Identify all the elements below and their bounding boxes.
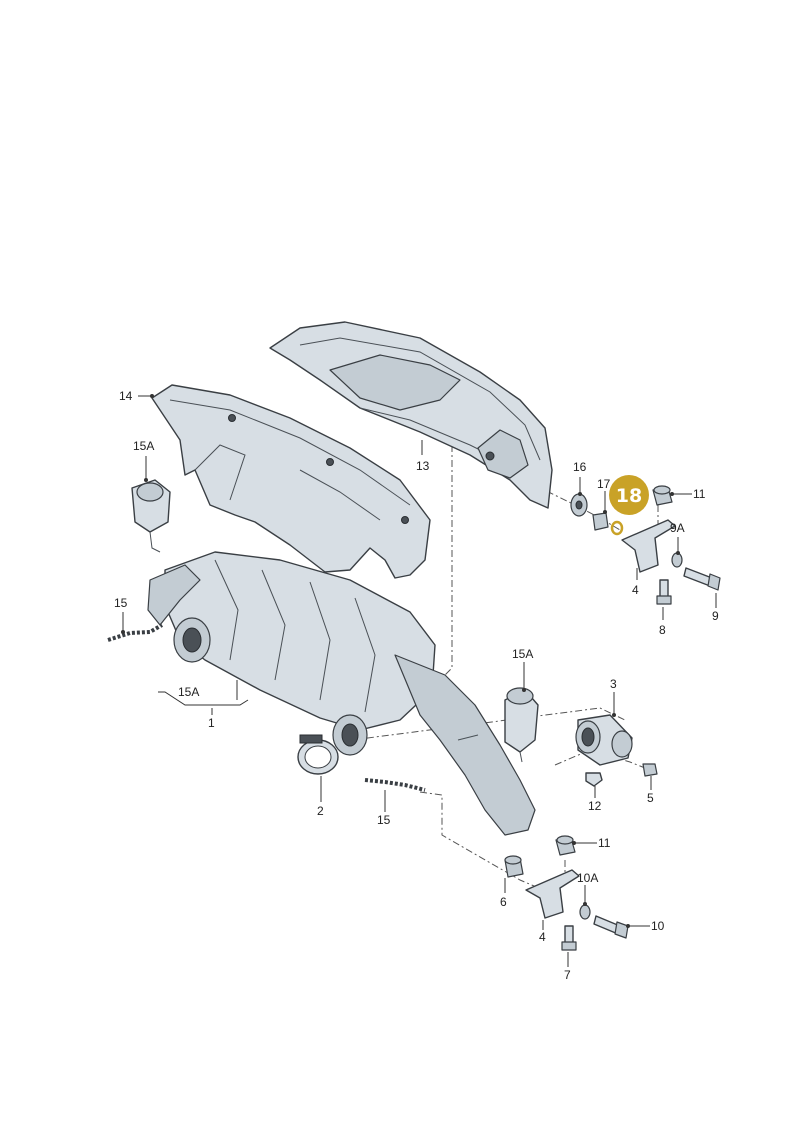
label-4-upper[interactable]: 4 bbox=[632, 583, 639, 597]
part-labels: 14 15A 15 15A 1 13 16 17 11 9A 4 8 9 15A… bbox=[114, 389, 719, 982]
upper-heat-shield[interactable] bbox=[269, 321, 553, 509]
label-10[interactable]: 10 bbox=[651, 919, 665, 933]
mounting-bracket-upper[interactable] bbox=[621, 519, 676, 573]
washer-10a[interactable] bbox=[579, 904, 591, 920]
highlight-badge[interactable]: 18 bbox=[609, 475, 649, 515]
lower-heat-shield[interactable] bbox=[151, 384, 431, 579]
washer-9a[interactable] bbox=[671, 552, 683, 568]
label-6[interactable]: 6 bbox=[500, 895, 507, 909]
o-ring-18[interactable] bbox=[610, 520, 624, 536]
washer-16[interactable] bbox=[570, 493, 588, 517]
label-11-lower[interactable]: 11 bbox=[598, 836, 611, 850]
rear-muffler[interactable] bbox=[147, 551, 536, 836]
bolt-12[interactable] bbox=[585, 772, 603, 787]
nut-5[interactable] bbox=[642, 763, 658, 777]
label-1[interactable]: 1 bbox=[208, 716, 215, 730]
label-12[interactable]: 12 bbox=[588, 799, 602, 813]
vacuum-hose-lower[interactable] bbox=[364, 778, 426, 792]
label-15a-right[interactable]: 15A bbox=[512, 647, 533, 661]
bolt-9[interactable] bbox=[683, 567, 721, 591]
label-15a-mid[interactable]: 15A bbox=[178, 685, 199, 699]
bolt-8[interactable] bbox=[656, 579, 672, 605]
clamp[interactable] bbox=[297, 734, 339, 775]
label-9[interactable]: 9 bbox=[712, 609, 719, 623]
label-3[interactable]: 3 bbox=[610, 677, 617, 691]
label-2[interactable]: 2 bbox=[317, 804, 324, 818]
label-17[interactable]: 17 bbox=[597, 477, 611, 491]
label-15-left[interactable]: 15 bbox=[114, 596, 128, 610]
label-10a[interactable]: 10A bbox=[577, 871, 598, 885]
label-15-lower[interactable]: 15 bbox=[377, 813, 391, 827]
exhaust-flap-actuator-lower[interactable] bbox=[504, 687, 539, 763]
label-8[interactable]: 8 bbox=[659, 623, 666, 637]
bolt-10[interactable] bbox=[593, 915, 629, 939]
label-5[interactable]: 5 bbox=[647, 791, 654, 805]
label-16[interactable]: 16 bbox=[573, 460, 587, 474]
spacer-17[interactable] bbox=[592, 512, 609, 531]
rubber-mount-upper[interactable] bbox=[652, 485, 673, 506]
label-4-lower[interactable]: 4 bbox=[539, 930, 546, 944]
vacuum-hose-left[interactable] bbox=[107, 623, 164, 642]
label-15a-upper[interactable]: 15A bbox=[133, 439, 154, 453]
label-11-upper[interactable]: 11 bbox=[693, 487, 706, 501]
label-14[interactable]: 14 bbox=[119, 389, 133, 403]
rubber-mount-lower[interactable] bbox=[555, 835, 576, 856]
rubber-bush-6[interactable] bbox=[504, 855, 524, 878]
bolt-7[interactable] bbox=[561, 925, 577, 951]
highlight-label: 18 bbox=[616, 485, 642, 507]
label-7[interactable]: 7 bbox=[564, 968, 571, 982]
tailpipe[interactable] bbox=[575, 714, 633, 766]
mounting-bracket-lower[interactable] bbox=[525, 869, 580, 919]
label-9a[interactable]: 9A bbox=[670, 521, 685, 535]
exhaust-flap-actuator-upper[interactable] bbox=[131, 479, 171, 553]
label-13[interactable]: 13 bbox=[416, 459, 430, 473]
leader-lines bbox=[121, 394, 717, 967]
